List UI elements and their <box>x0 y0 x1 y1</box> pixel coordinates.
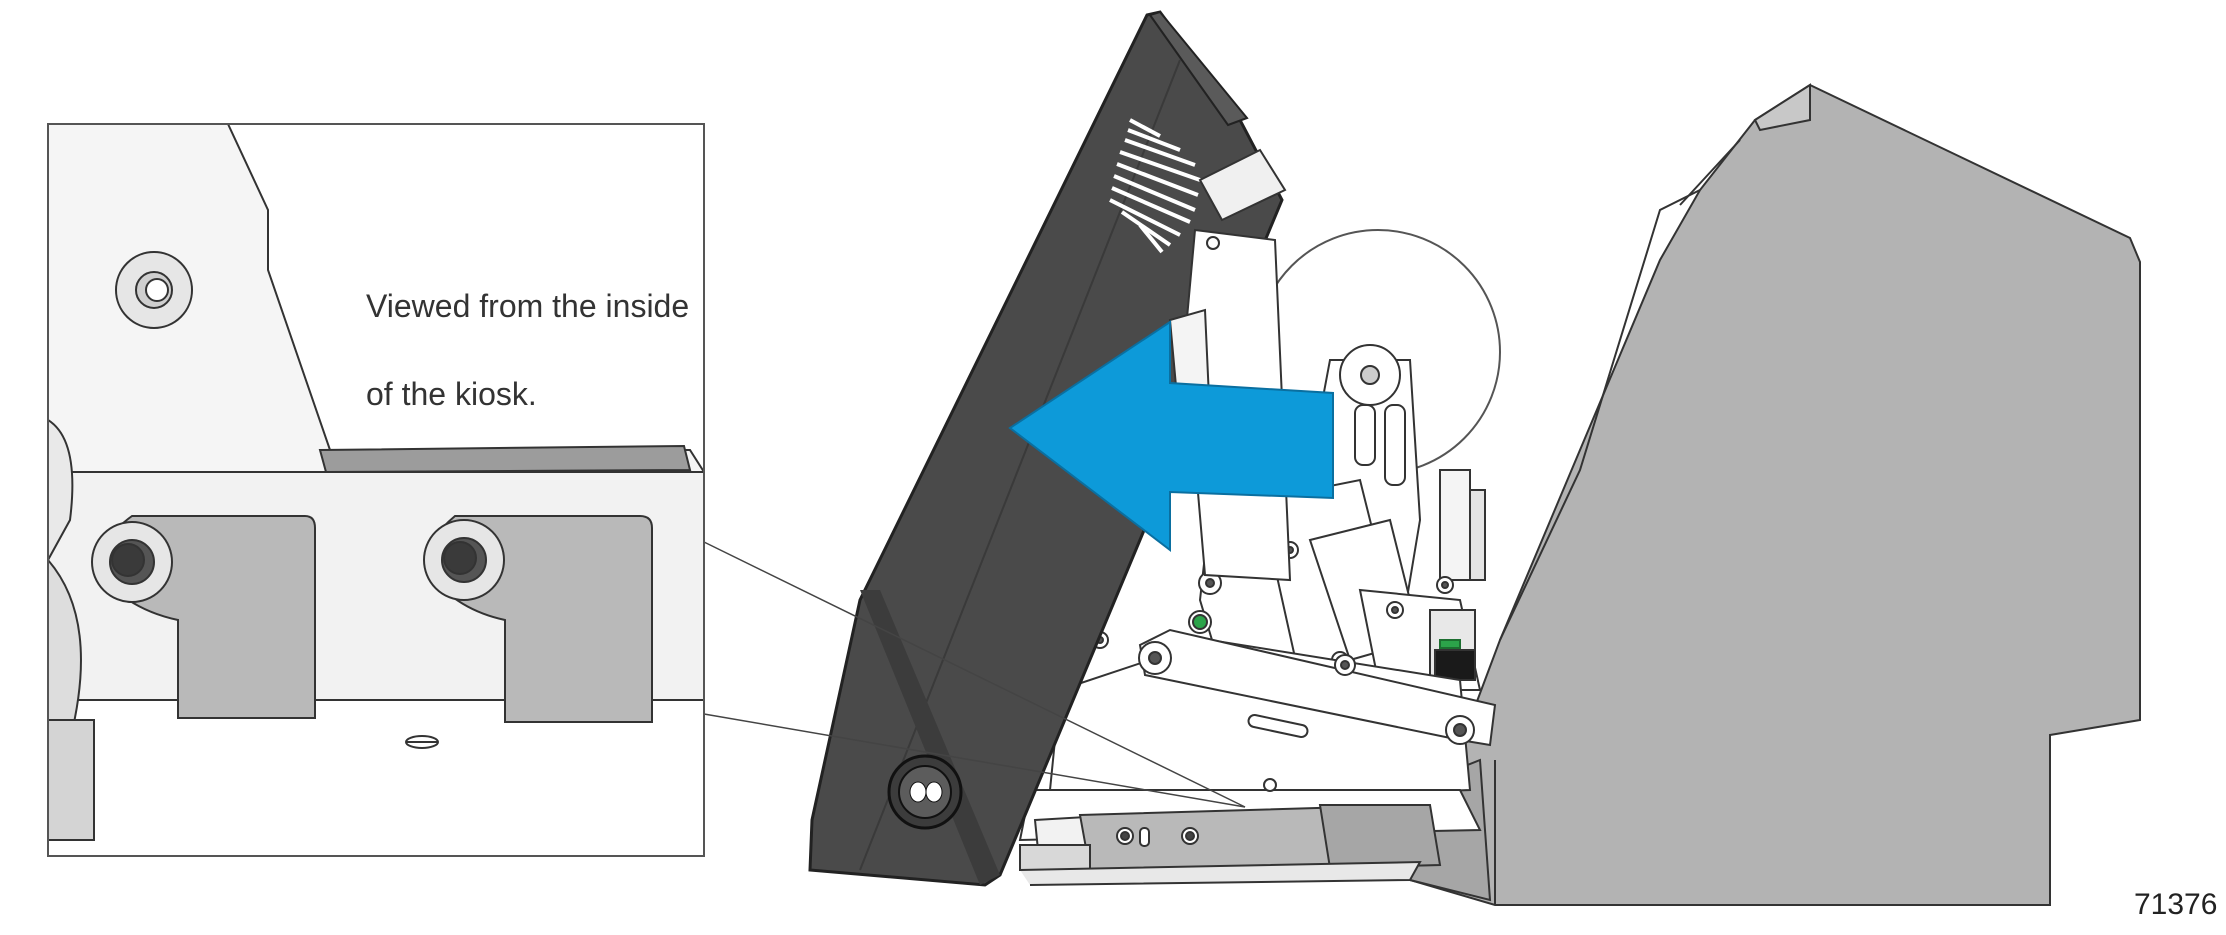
figure-number: 71376 <box>2134 888 2218 921</box>
callout-text-line-2: of the kiosk. <box>366 376 537 412</box>
swing-arm <box>1091 569 1497 792</box>
speaker-grille <box>1109 118 1201 254</box>
callout-text-line-1: Viewed from the inside <box>366 288 690 324</box>
callout-note: Viewed from the inside of the kiosk. <box>366 240 689 460</box>
lower-base-plate <box>1018 638 1482 886</box>
callout-leader-lines <box>703 541 1246 808</box>
arrow-left-icon <box>1008 320 1334 553</box>
kiosk-side-housing <box>1408 83 2141 906</box>
detail-inset <box>47 123 705 857</box>
